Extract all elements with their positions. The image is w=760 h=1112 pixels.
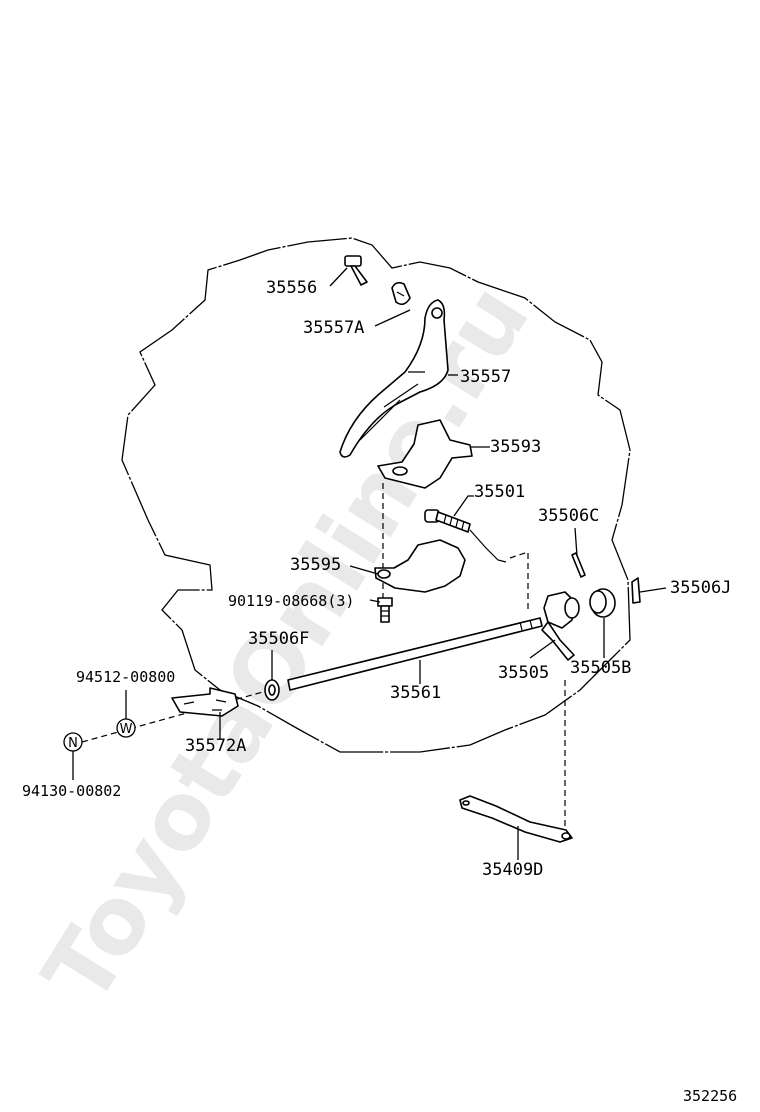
callout-35409D: 35409D	[482, 860, 543, 880]
leader-35557A	[374, 309, 411, 327]
callout-90119: 90119-08668(3)	[228, 592, 354, 610]
leader-35501	[453, 495, 474, 517]
callout-94130: 94130-00802	[22, 782, 121, 800]
callout-35505B: 35505B	[570, 658, 631, 678]
seal-35506F	[264, 679, 280, 701]
transmission-housing-outline	[121, 237, 631, 753]
clip-35557A	[391, 281, 411, 306]
callout-35557A: 35557A	[303, 318, 364, 338]
nut-symbol: N	[63, 732, 83, 752]
rod-35501	[424, 509, 507, 563]
callout-35501: 35501	[474, 482, 525, 502]
bracket-35572A	[171, 687, 239, 717]
assembly-line-washer	[81, 689, 271, 743]
bushing-35505B	[589, 588, 616, 618]
lever-35557	[339, 299, 449, 458]
callout-35506J: 35506J	[670, 578, 731, 598]
leader-90119	[369, 599, 381, 603]
svg-text:W: W	[120, 722, 133, 737]
callout-35557: 35557	[460, 367, 511, 387]
leader-35506J	[639, 587, 667, 593]
lever-35409D	[459, 795, 573, 843]
callout-35561: 35561	[390, 683, 441, 703]
callout-35595: 35595	[290, 555, 341, 575]
clip-35506J	[631, 577, 641, 604]
leader-35595	[349, 565, 379, 575]
leader-35505	[529, 639, 556, 659]
bracket-35593	[377, 419, 473, 489]
callout-35506C: 35506C	[538, 506, 599, 526]
callout-35556: 35556	[266, 278, 317, 298]
assembly-line-shaft-top	[509, 551, 529, 610]
pin-35506C	[571, 552, 586, 578]
leader-35556	[329, 267, 348, 287]
washer-symbol: W	[116, 718, 136, 738]
bolt-90119	[377, 597, 393, 623]
shaft-35561	[287, 617, 543, 691]
shift-head-35505	[541, 591, 580, 661]
callout-35505: 35505	[498, 663, 549, 683]
callout-94512: 94512-00800	[76, 668, 175, 686]
leader-35506C	[574, 527, 578, 557]
bolt-35556	[344, 255, 368, 286]
svg-text:N: N	[68, 736, 78, 751]
callout-35593: 35593	[490, 437, 541, 457]
callout-35572A: 35572A	[185, 736, 246, 756]
diagram-code: 352256	[683, 1087, 737, 1105]
callout-35506F: 35506F	[248, 629, 309, 649]
